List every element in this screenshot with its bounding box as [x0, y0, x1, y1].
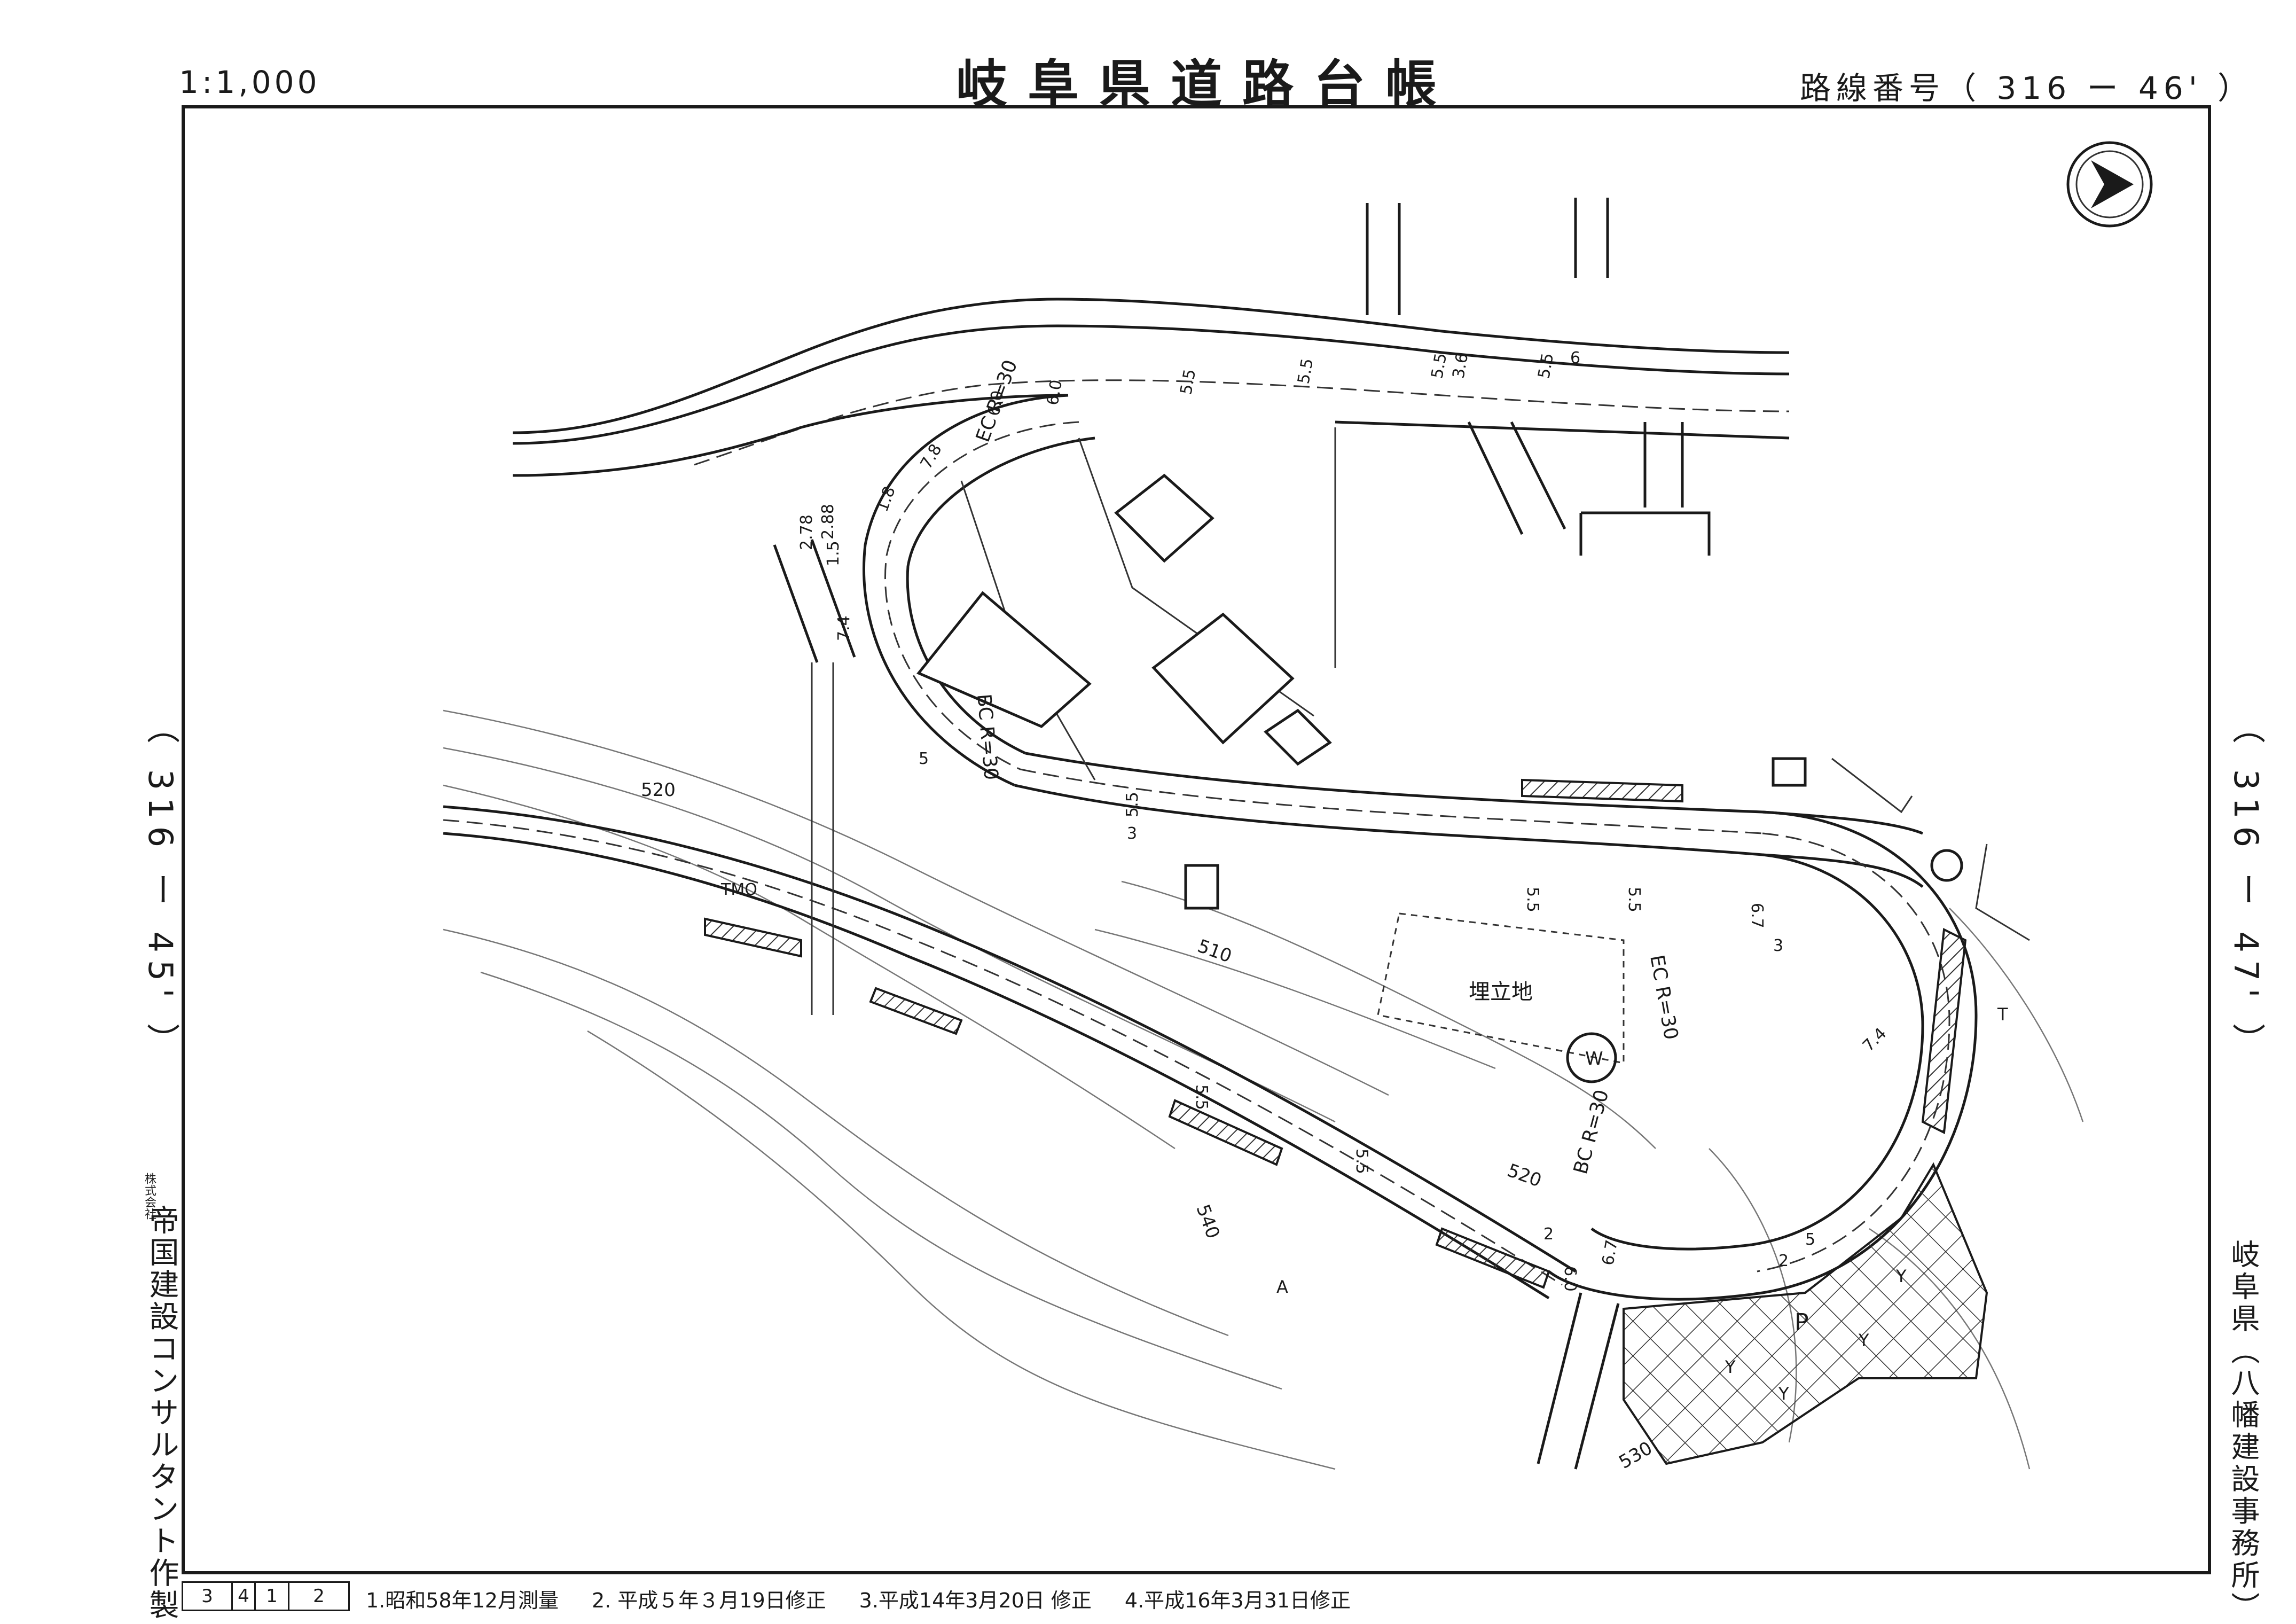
misc-symbol: Y [1895, 1266, 1907, 1286]
maker-prefix: 株式会社 [143, 1173, 156, 1220]
contour-label: 540 [1192, 1201, 1224, 1242]
width-label: 5.5 [1523, 887, 1542, 912]
maker-credit: 帝国建設コンサルタント作製 [144, 1205, 179, 1621]
width-label: 5.5 [1534, 352, 1557, 380]
width-label: 7.8 [917, 441, 946, 472]
well-symbols [1566, 849, 1963, 1083]
width-label: 5.5 [1177, 368, 1200, 396]
width-label: 2.88 [819, 504, 837, 540]
width-label: 7.4 [835, 615, 853, 641]
width-label: 1.5 [824, 541, 843, 566]
width-label: 3 [1773, 936, 1783, 955]
parking-area [1623, 1162, 1988, 1465]
curve-label: BC R=30 [1570, 1088, 1613, 1177]
sheet-cell: 4 [233, 1583, 256, 1610]
sheet-index-table: 3 4 1 2 [182, 1581, 350, 1611]
width-label: 5.5 [1625, 887, 1643, 912]
lower-hairpin [1548, 810, 1978, 1301]
north-arrow-icon [2066, 141, 2153, 228]
lower-road [443, 805, 1577, 1300]
adjacent-sheet-left: （ 316 ー 45' ） [141, 710, 180, 1064]
revision-item: 3.平成14年3月20日 修正 [859, 1589, 1092, 1612]
road-marker: TMO [720, 880, 757, 899]
contour-label: 520 [1504, 1160, 1545, 1192]
parking-symbol: P [1795, 1309, 1809, 1336]
width-label: 6 [1570, 349, 1580, 368]
map-frame [182, 105, 2211, 1574]
upper-hairpin [862, 394, 1095, 787]
well-symbol: W [1585, 1048, 1603, 1069]
area-label: 埋立地 [1469, 980, 1533, 1004]
curve-label: EC R=30 [1645, 953, 1682, 1041]
width-label: 6.0 [984, 389, 1007, 417]
width-label: 6.7 [1598, 1238, 1621, 1267]
width-label: 6.0 [1043, 378, 1066, 407]
revision-history: 1.昭和58年12月測量 2. 平成５年３月19日修正 3.平成14年3月20日… [366, 1584, 1351, 1613]
width-label: 2 [1543, 1225, 1554, 1244]
width-label: 6.7 [1748, 903, 1766, 928]
width-label: 5.5 [1428, 352, 1451, 380]
adjacent-sheet-right: （ 316 ー 47' ） [2227, 710, 2266, 1064]
width-label: 3.6 [1449, 352, 1472, 380]
sheet-cell: 3 [183, 1583, 233, 1610]
width-label: 3 [1127, 824, 1137, 843]
page-title: 岐阜県道路台帳 [956, 54, 1457, 114]
width-label: 1.8 [873, 484, 899, 514]
width-label: 5.5 [1294, 357, 1317, 385]
sheet-cell: 2 [313, 1586, 325, 1607]
width-label: 7.4 [1859, 1024, 1890, 1055]
contour-label: 510 [1195, 935, 1235, 967]
upper-road [512, 298, 1790, 477]
width-label: 5 [1805, 1230, 1815, 1249]
map-scale: 1:1,000 [179, 64, 320, 100]
contour-label: 520 [641, 779, 676, 801]
misc-symbol: A [1276, 1277, 1288, 1297]
office-name: 岐阜県（八幡建設事務所） [2226, 1239, 2260, 1624]
width-label: 5 [919, 749, 929, 768]
revision-item: 1.昭和58年12月測量 [366, 1589, 559, 1612]
revision-item: 2. 平成５年３月19日修正 [591, 1589, 826, 1612]
width-label: 2.78 [797, 514, 816, 550]
contour-label: 530 [1616, 1438, 1656, 1473]
misc-symbol: Y [1778, 1384, 1789, 1404]
width-label: 5.5 [1352, 1149, 1371, 1174]
misc-symbol: Y [1858, 1330, 1869, 1350]
sheet-cell: 1 [256, 1583, 289, 1610]
route-number: 路線番号（ 316 ー 46' ） [1800, 70, 2254, 106]
revision-item: 4.平成16年3月31日修正 [1124, 1589, 1351, 1612]
buildings [916, 473, 2030, 941]
width-label: 2 [1778, 1252, 1789, 1270]
misc-symbol: Y [1725, 1357, 1736, 1377]
width-label: 5.5 [1123, 792, 1142, 817]
width-label: 6.0 [1561, 1266, 1579, 1292]
misc-symbol: T [1997, 1004, 2008, 1025]
width-label: 5.5 [1192, 1084, 1211, 1110]
